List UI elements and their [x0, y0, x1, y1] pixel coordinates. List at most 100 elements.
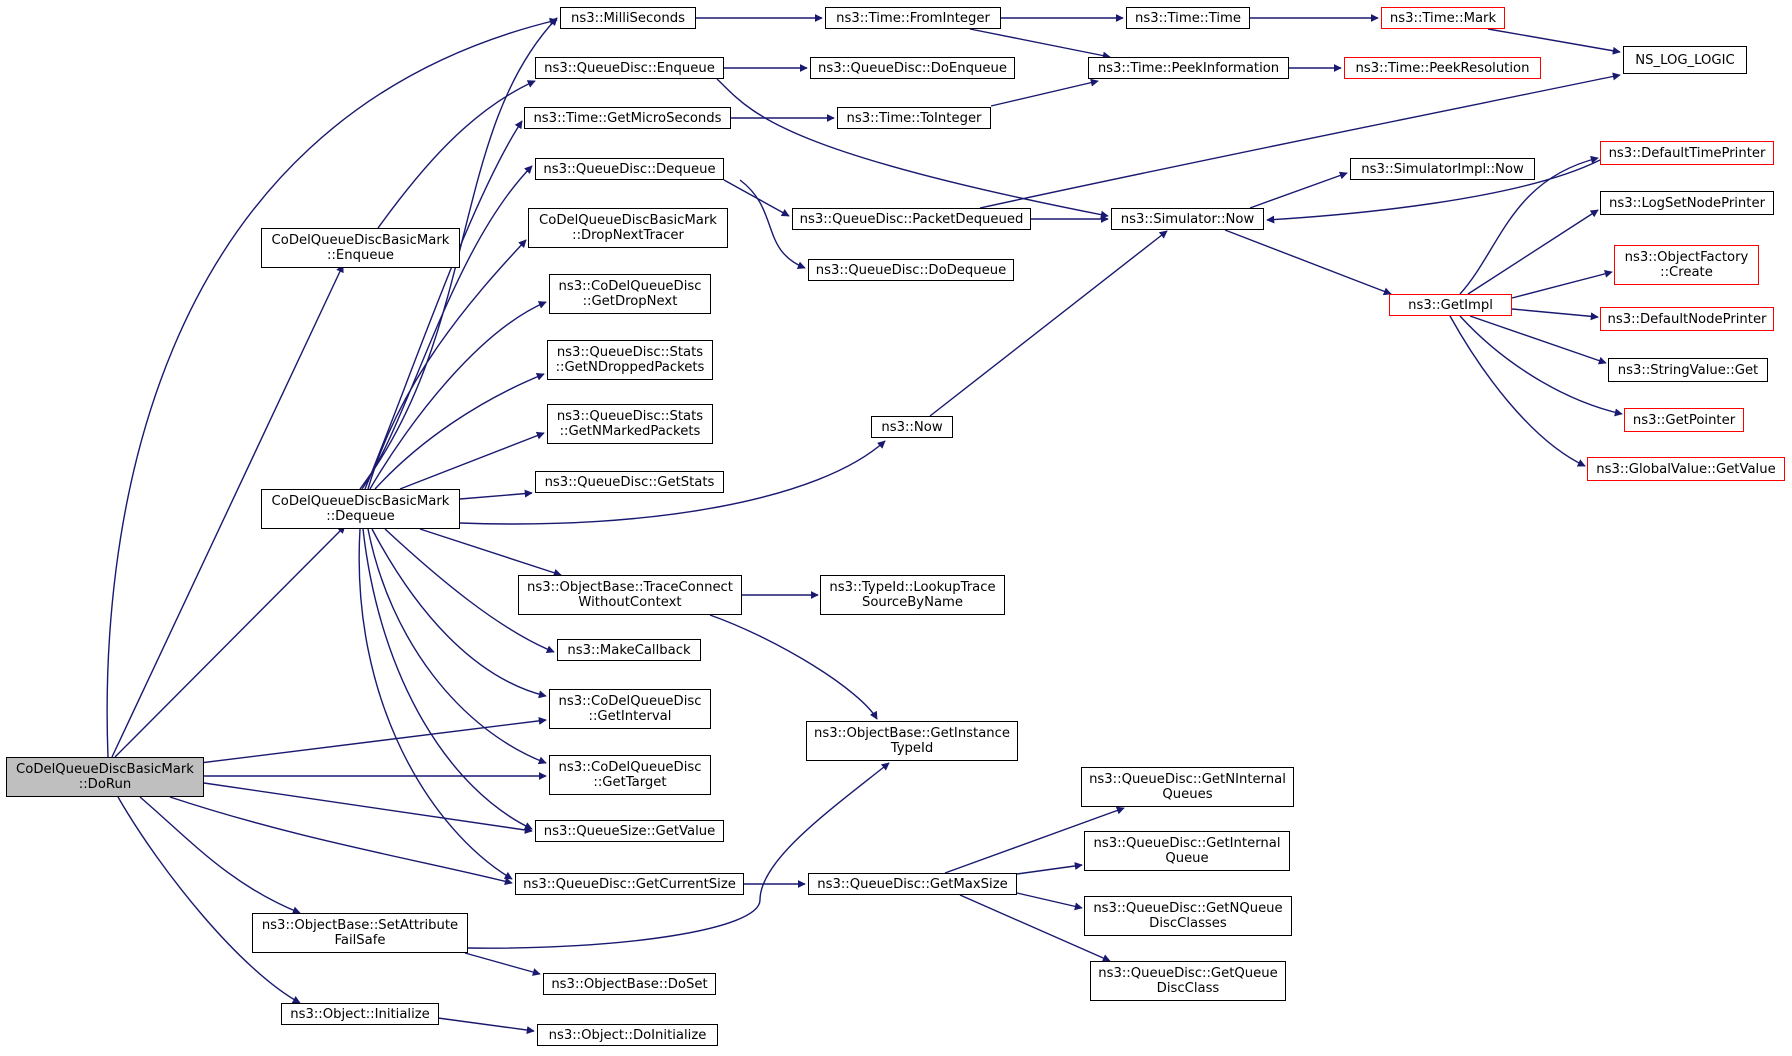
graph-node-qdenq[interactable]: ns3::QueueDisc::Enqueue: [535, 57, 724, 79]
graph-node-lookup[interactable]: ns3::TypeId::LookupTrace SourceByName: [820, 575, 1005, 615]
graph-node-deftime[interactable]: ns3::DefaultTimePrinter: [1600, 141, 1774, 165]
edge-maxsize-to-getqdc: [959, 894, 1111, 962]
graph-node-setattr[interactable]: ns3::ObjectBase::SetAttribute FailSafe: [252, 913, 468, 953]
edge-maxsize-to-getintq: [1016, 862, 1083, 875]
edge-maxsize-to-getnint: [944, 806, 1125, 874]
graph-node-getnint[interactable]: ns3::QueueDisc::GetNInternal Queues: [1081, 767, 1294, 807]
graph-node-ndropped[interactable]: ns3::QueueDisc::Stats ::GetNDroppedPacke…: [547, 340, 713, 380]
graph-node-nslog[interactable]: NS_LOG_LOGIC: [1623, 46, 1747, 74]
graph-node-objinit[interactable]: ns3::Object::Initialize: [281, 1003, 439, 1025]
graph-node-maxsize[interactable]: ns3::QueueDisc::GetMaxSize: [808, 873, 1017, 895]
edge-maxsize-to-getnqdc: [1016, 892, 1083, 911]
edge-cddeq-to-getstats: [459, 489, 533, 500]
graph-node-timetime[interactable]: ns3::Time::Time: [1126, 7, 1250, 29]
graph-node-getnqdc[interactable]: ns3::QueueDisc::GetNQueue DiscClasses: [1084, 896, 1292, 936]
edge-cdenq-to-qdenq: [377, 80, 536, 229]
edge-dorun-to-curr: [169, 796, 513, 886]
edge-dorun-to-setattr: [139, 796, 301, 915]
edge-simnow-to-simimplnow: [1249, 171, 1348, 209]
graph-node-simnow[interactable]: ns3::Simulator::Now: [1111, 208, 1264, 230]
graph-node-peekinfo[interactable]: ns3::Time::PeekInformation: [1088, 57, 1289, 79]
edge-cddeq-to-milli: [359, 17, 558, 490]
graph-node-defnode[interactable]: ns3::DefaultNodePrinter: [1600, 307, 1774, 331]
graph-node-cdenq[interactable]: CoDelQueueDiscBasicMark ::Enqueue: [261, 228, 460, 268]
graph-node-qsget[interactable]: ns3::QueueSize::GetValue: [535, 820, 724, 842]
edge-cddeq-to-qddeq: [361, 165, 533, 490]
graph-node-getmicro[interactable]: ns3::Time::GetMicroSeconds: [524, 107, 731, 129]
graph-node-getimpl[interactable]: ns3::GetImpl: [1389, 294, 1512, 316]
edge-qddeq-to-qddodeq: [739, 179, 806, 270]
graph-node-objfact[interactable]: ns3::ObjectFactory ::Create: [1614, 245, 1759, 285]
graph-node-getstats[interactable]: ns3::QueueDisc::GetStats: [535, 471, 724, 493]
edge-cddeq-to-curr: [358, 528, 513, 880]
graph-node-getintq[interactable]: ns3::QueueDisc::GetInternal Queue: [1084, 831, 1290, 871]
edge-setattr-to-doset: [464, 952, 541, 976]
graph-node-getinterval[interactable]: ns3::CoDelQueueDisc ::GetInterval: [549, 689, 711, 729]
graph-node-pktdeq[interactable]: ns3::QueueDisc::PacketDequeued: [792, 208, 1031, 230]
edge-dorun-to-cddeq: [114, 525, 346, 758]
graph-node-getinst[interactable]: ns3::ObjectBase::GetInstance TypeId: [806, 721, 1018, 761]
edge-fromint-to-peekinfo: [969, 28, 1111, 60]
edge-qdenq-to-simnow: [716, 78, 1109, 219]
edge-objinit-to-doinit: [437, 1017, 535, 1034]
edge-cddeq-to-getdropnext: [369, 301, 547, 490]
edge-pktdeq-to-nslog: [979, 72, 1621, 209]
graph-node-curr[interactable]: ns3::QueueDisc::GetCurrentSize: [515, 873, 744, 895]
graph-node-timemark[interactable]: ns3::Time::Mark: [1381, 7, 1505, 29]
edge-cddeq-to-getmicro: [364, 120, 523, 490]
edge-cddeq-to-qsget: [362, 528, 533, 830]
graph-node-now[interactable]: ns3::Now: [871, 416, 953, 438]
graph-node-getdropnext[interactable]: ns3::CoDelQueueDisc ::GetDropNext: [549, 274, 711, 314]
graph-node-nmarked[interactable]: ns3::QueueDisc::Stats ::GetNMarkedPacket…: [547, 404, 713, 444]
graph-node-doset[interactable]: ns3::ObjectBase::DoSet: [543, 973, 716, 995]
edge-timemark-to-nslog: [1487, 28, 1621, 55]
edge-deftime-to-simnow: [1266, 159, 1601, 224]
graph-node-getptr[interactable]: ns3::GetPointer: [1624, 408, 1744, 432]
edge-getimpl-to-strget: [1469, 315, 1607, 365]
edge-cddeq-to-mkcb: [384, 528, 555, 653]
graph-node-qddeq[interactable]: ns3::QueueDisc::Dequeue: [535, 158, 724, 180]
edge-traceconn-to-getinst: [709, 614, 878, 720]
edge-cddeq-to-gettarget: [367, 528, 547, 765]
edge-dorun-to-cdenq: [111, 264, 344, 758]
edge-simnow-to-getimpl: [1224, 229, 1392, 296]
edge-dorun-to-milli: [106, 17, 558, 758]
edge-dorun-to-getinterval: [199, 716, 547, 764]
graph-node-cddeq[interactable]: CoDelQueueDiscBasicMark ::Dequeue: [261, 489, 460, 529]
graph-node-fromint[interactable]: ns3::Time::FromInteger: [825, 7, 1001, 29]
edge-cddeq-to-now: [459, 440, 886, 525]
edge-getimpl-to-objfact: [1511, 269, 1613, 299]
graph-node-getqdc[interactable]: ns3::QueueDisc::GetQueue DiscClass: [1090, 961, 1286, 1001]
graph-node-peekres[interactable]: ns3::Time::PeekResolution: [1344, 57, 1541, 79]
graph-node-traceconn[interactable]: ns3::ObjectBase::TraceConnect WithoutCon…: [518, 575, 742, 615]
graph-node-mkcb[interactable]: ns3::MakeCallback: [557, 639, 701, 661]
graph-node-doinit[interactable]: ns3::Object::DoInitialize: [537, 1024, 718, 1046]
graph-node-gvget[interactable]: ns3::GlobalValue::GetValue: [1587, 457, 1785, 481]
graph-node-lognode[interactable]: ns3::LogSetNodePrinter: [1600, 191, 1774, 215]
graph-node-dorun[interactable]: CoDelQueueDiscBasicMark ::DoRun: [6, 757, 204, 797]
call-edges: [106, 14, 1623, 1034]
graph-node-strget[interactable]: ns3::StringValue::Get: [1608, 358, 1768, 382]
edge-getimpl-to-lognode: [1467, 209, 1599, 295]
edge-now-to-simnow: [929, 230, 1168, 417]
edge-cddeq-to-ndropped: [374, 373, 545, 490]
edge-getimpl-to-gvget: [1449, 315, 1586, 467]
graph-node-dropnext[interactable]: CoDelQueueDiscBasicMark ::DropNextTracer: [528, 208, 728, 248]
graph-node-milli[interactable]: ns3::MilliSeconds: [560, 7, 696, 29]
edge-getimpl-to-getptr: [1459, 315, 1623, 417]
edge-setattr-to-getinst: [467, 762, 890, 949]
graph-node-simimplnow[interactable]: ns3::SimulatorImpl::Now: [1350, 158, 1535, 180]
edge-dorun-to-qsget: [203, 782, 533, 834]
edge-cddeq-to-dropnext: [367, 239, 527, 490]
edge-cddeq-to-nmarked: [399, 431, 545, 490]
edge-dorun-to-objinit: [117, 796, 301, 1004]
graph-node-gettarget[interactable]: ns3::CoDelQueueDisc ::GetTarget: [549, 755, 711, 795]
graph-node-toint[interactable]: ns3::Time::ToInteger: [837, 107, 991, 129]
edge-getimpl-to-defnode: [1511, 308, 1599, 321]
edge-cddeq-to-traceconn: [419, 528, 562, 577]
edge-getimpl-to-deftime: [1459, 155, 1599, 295]
graph-node-qddodeq[interactable]: ns3::QueueDisc::DoDequeue: [808, 259, 1014, 281]
edge-cddeq-to-getinterval: [371, 528, 547, 699]
graph-node-qddoenq[interactable]: ns3::QueueDisc::DoEnqueue: [810, 57, 1015, 79]
